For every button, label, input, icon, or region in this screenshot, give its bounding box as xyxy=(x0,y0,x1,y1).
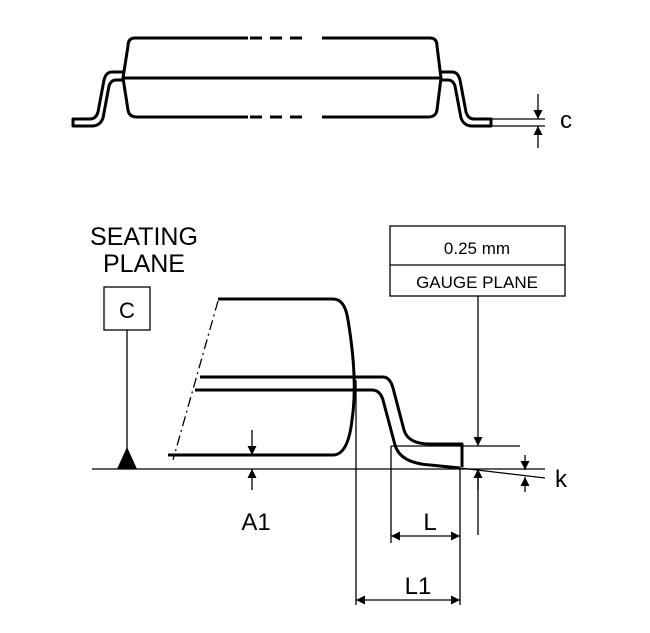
body-break-line xyxy=(172,300,219,461)
break-dashes xyxy=(250,36,302,119)
top-view xyxy=(71,36,493,128)
dim-k-label: k xyxy=(555,466,568,493)
dim-l1-label: L1 xyxy=(405,573,432,600)
gauge-value: 0.25 mm xyxy=(444,239,510,258)
datum-c-label: C xyxy=(119,298,135,323)
seating-plane-triangle xyxy=(117,447,137,469)
side-view-body xyxy=(168,297,464,470)
gauge-plane-label: GAUGE PLANE xyxy=(416,273,538,292)
seating-plane-label-1: SEATING xyxy=(90,223,198,251)
dimension-lines xyxy=(247,296,546,605)
dim-l-label: L xyxy=(423,509,436,536)
left-lead xyxy=(71,70,123,128)
dimension-c xyxy=(491,94,545,148)
right-lead xyxy=(441,70,493,128)
dim-a1-label: A1 xyxy=(241,509,270,536)
dim-c-label: c xyxy=(560,107,572,134)
seating-plane-label-2: PLANE xyxy=(103,250,185,278)
